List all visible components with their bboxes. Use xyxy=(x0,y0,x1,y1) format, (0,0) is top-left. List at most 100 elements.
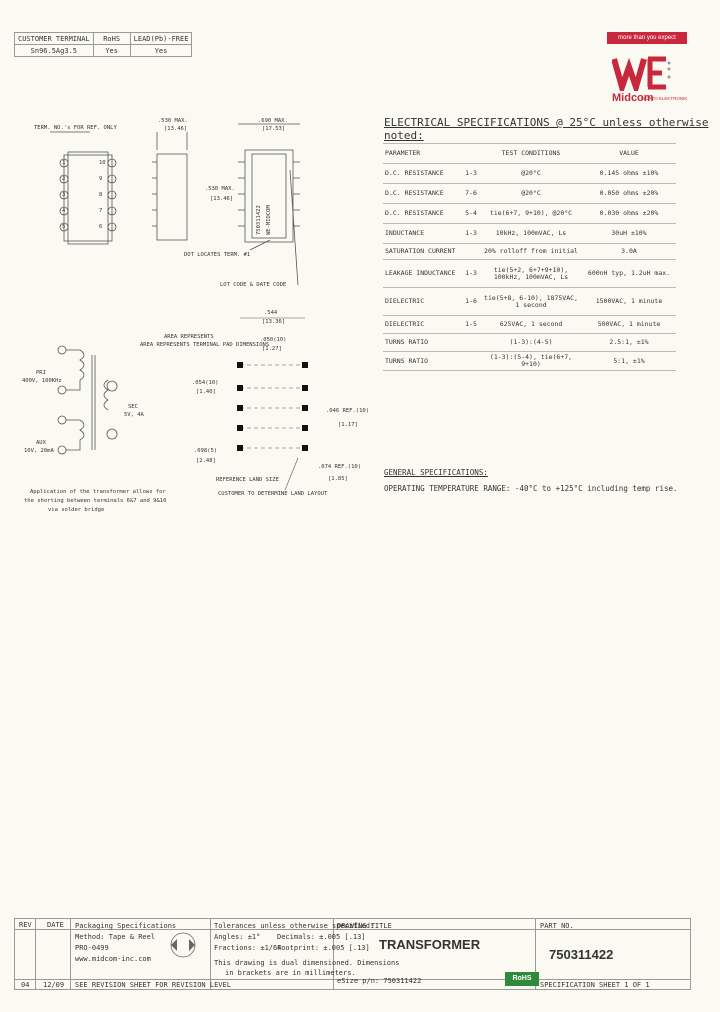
rev-label: REV xyxy=(19,921,32,929)
dim-530b-mm: [13.46] xyxy=(210,196,234,202)
dim-544: .544 xyxy=(264,310,278,316)
part-no-label: PART NO. xyxy=(540,922,574,930)
spec-cell: 1500VAC, 1 minute xyxy=(582,287,676,316)
spec-sheet: SPECIFICATION SHEET 1 OF 1 xyxy=(540,981,650,989)
tol-angles: Angles: ±1° xyxy=(214,933,261,941)
we-seal-icon xyxy=(170,932,196,958)
area-note-1: AREA REPRESENTS xyxy=(164,334,214,340)
part-mark: 750311422 xyxy=(256,205,262,235)
aux-label: AUX xyxy=(36,440,46,446)
spec-header-row: PARAMETER TEST CONDITIONS VALUE xyxy=(383,143,676,164)
spec-cell: 30uH ±10% xyxy=(582,223,676,244)
hdr-lead-free-val: Yes xyxy=(129,44,193,57)
spec-cell: D.C. RESISTANCE xyxy=(383,183,462,204)
spec-cell: 600nH typ, 1.2uH max. xyxy=(582,259,676,288)
packaging-line-3: PRO-0499 xyxy=(75,944,109,952)
pin-10: 10 xyxy=(99,160,106,166)
spec-cell: @20°C xyxy=(480,163,582,184)
spec-cell: DIELECTRIC xyxy=(383,315,462,334)
packaging-line-1: Packaging Specifications xyxy=(75,922,177,930)
spec-cell: @20°C xyxy=(480,183,582,204)
brand-name: Midcom xyxy=(612,92,654,104)
schematic-note-3: via solder bridge xyxy=(48,507,105,513)
rev-value: 04 xyxy=(21,981,30,989)
spec-cell: 0.050 ohms ±20% xyxy=(582,183,676,204)
general-spec-line: OPERATING TEMPERATURE RANGE: -40°C to +1… xyxy=(384,484,678,493)
area-note: AREA REPRESENTS TERMINAL PAD DIMENSIONS xyxy=(140,342,270,348)
sec-spec: 5V, 4A xyxy=(124,412,144,418)
table-row: TURNS RATIO (1-3):(4-5)2.5:1, ±1% xyxy=(383,333,676,352)
aux-spec: 10V, 20mA xyxy=(24,448,54,454)
schematic-note-1: Application of the transformer allows fo… xyxy=(30,489,166,495)
spec-cell: 2.5:1, ±1% xyxy=(582,333,676,352)
dim-074-mm: [1.85] xyxy=(328,476,348,482)
spec-cell: (1-3):(5-4), tie(6+7, 9+10) xyxy=(480,351,582,371)
hdr-lead-free: LEAD(Pb)-FREE xyxy=(129,32,193,45)
spec-cell: LEAKAGE INDUCTANCE xyxy=(383,259,462,288)
website: www.midcom-inc.com xyxy=(75,955,151,963)
part-no: 750311422 xyxy=(549,947,614,962)
spec-cell: 0.030 ohms ±20% xyxy=(582,203,676,224)
hdr-rohs: RoHS xyxy=(92,32,131,45)
dim-054: .054(10) xyxy=(192,380,219,386)
spec-cell: 7-6 xyxy=(462,183,480,204)
spec-cell: D.C. RESISTANCE xyxy=(383,163,462,184)
spec-cell: 3.0A xyxy=(582,243,676,260)
table-row: TURNS RATIO(1-3):(5-4), tie(6+7, 9+10)5:… xyxy=(383,351,676,371)
spec-hdr-test: TEST CONDITIONS xyxy=(480,143,582,164)
hdr-alloy: Sn96.5Ag3.5 xyxy=(14,44,94,57)
pri-spec: 400V, 100KHz xyxy=(22,378,62,384)
pin-4: 4 xyxy=(62,208,66,214)
spec-cell: DIELECTRIC xyxy=(383,287,462,316)
compliance-table: CUSTOMER TERMINAL RoHS LEAD(Pb)-FREE Sn9… xyxy=(14,32,193,57)
esize: eSize p/n: 750311422 xyxy=(337,977,422,985)
spec-cell: 1-5 xyxy=(462,315,480,334)
spec-cell: TURNS RATIO xyxy=(383,351,462,371)
spec-cell: 500VAC, 1 minute xyxy=(582,315,676,334)
pin-8: 8 xyxy=(99,192,103,198)
schematic-diagram xyxy=(57,345,118,455)
we-logo-icon xyxy=(612,56,671,91)
dim-046: .046 REF.(10) xyxy=(326,408,370,414)
pri-label: PRI xyxy=(36,370,46,376)
dim-690: .690 MAX. xyxy=(258,118,288,124)
spec-cell: D.C. RESISTANCE xyxy=(383,203,462,224)
spec-cell: tie(5+2, 6+7+9+10), 100kHz, 100mVAC, Ls xyxy=(480,259,582,288)
schematic-note-2: the shorting between terminals 6&7 and 9… xyxy=(24,498,167,504)
pin-5: 5 xyxy=(62,224,66,230)
ref-land: REFERENCE LAND SIZE xyxy=(216,477,279,483)
spec-hdr-value: VALUE xyxy=(582,143,676,164)
pin-6: 6 xyxy=(99,224,103,230)
pin-1: 1 xyxy=(62,160,66,166)
see-revision: SEE REVISION SHEET FOR REVISION LEVEL xyxy=(75,981,231,989)
dims-note-1: This drawing is dual dimensioned. Dimens… xyxy=(214,959,400,967)
term-note: TERM. NO.'s FOR REF. ONLY xyxy=(34,125,117,131)
spec-cell: 20% rolloff from initial xyxy=(480,243,582,260)
dim-530a: .530 MAX. xyxy=(158,118,188,124)
spec-cell: 0.145 ohms ±10% xyxy=(582,163,676,184)
spec-hdr-pins xyxy=(462,143,480,164)
tol-decimals: Decimals: ±.005 [.13] xyxy=(277,933,366,941)
dim-046-mm: [1.17] xyxy=(338,422,358,428)
spec-hdr-param: PARAMETER xyxy=(383,143,462,164)
dim-098-mm: [2.48] xyxy=(196,458,216,464)
spec-cell: INDUCTANCE xyxy=(383,223,462,244)
spec-cell xyxy=(462,351,480,371)
spec-cell: TURNS RATIO xyxy=(383,333,462,352)
tol-footprint: Footprint: ±.005 [.13] xyxy=(277,944,370,952)
spec-cell: 1-3 xyxy=(462,223,480,244)
spec-cell: (1-3):(4-5) xyxy=(480,333,582,352)
pin-7: 7 xyxy=(99,208,103,214)
pin-2: 2 xyxy=(62,176,66,182)
tol-fractions: Fractions: ±1/64 xyxy=(214,944,282,952)
sec-label: SEC xyxy=(128,404,138,410)
spec-cell: 625VAC, 1 second xyxy=(480,315,582,334)
pin-9: 9 xyxy=(99,176,103,182)
brand-subname: WÜRTH ELEKTRONIK xyxy=(641,96,688,101)
spec-cell: 1-3 xyxy=(462,259,480,288)
date-value: 12/09 xyxy=(43,981,65,989)
